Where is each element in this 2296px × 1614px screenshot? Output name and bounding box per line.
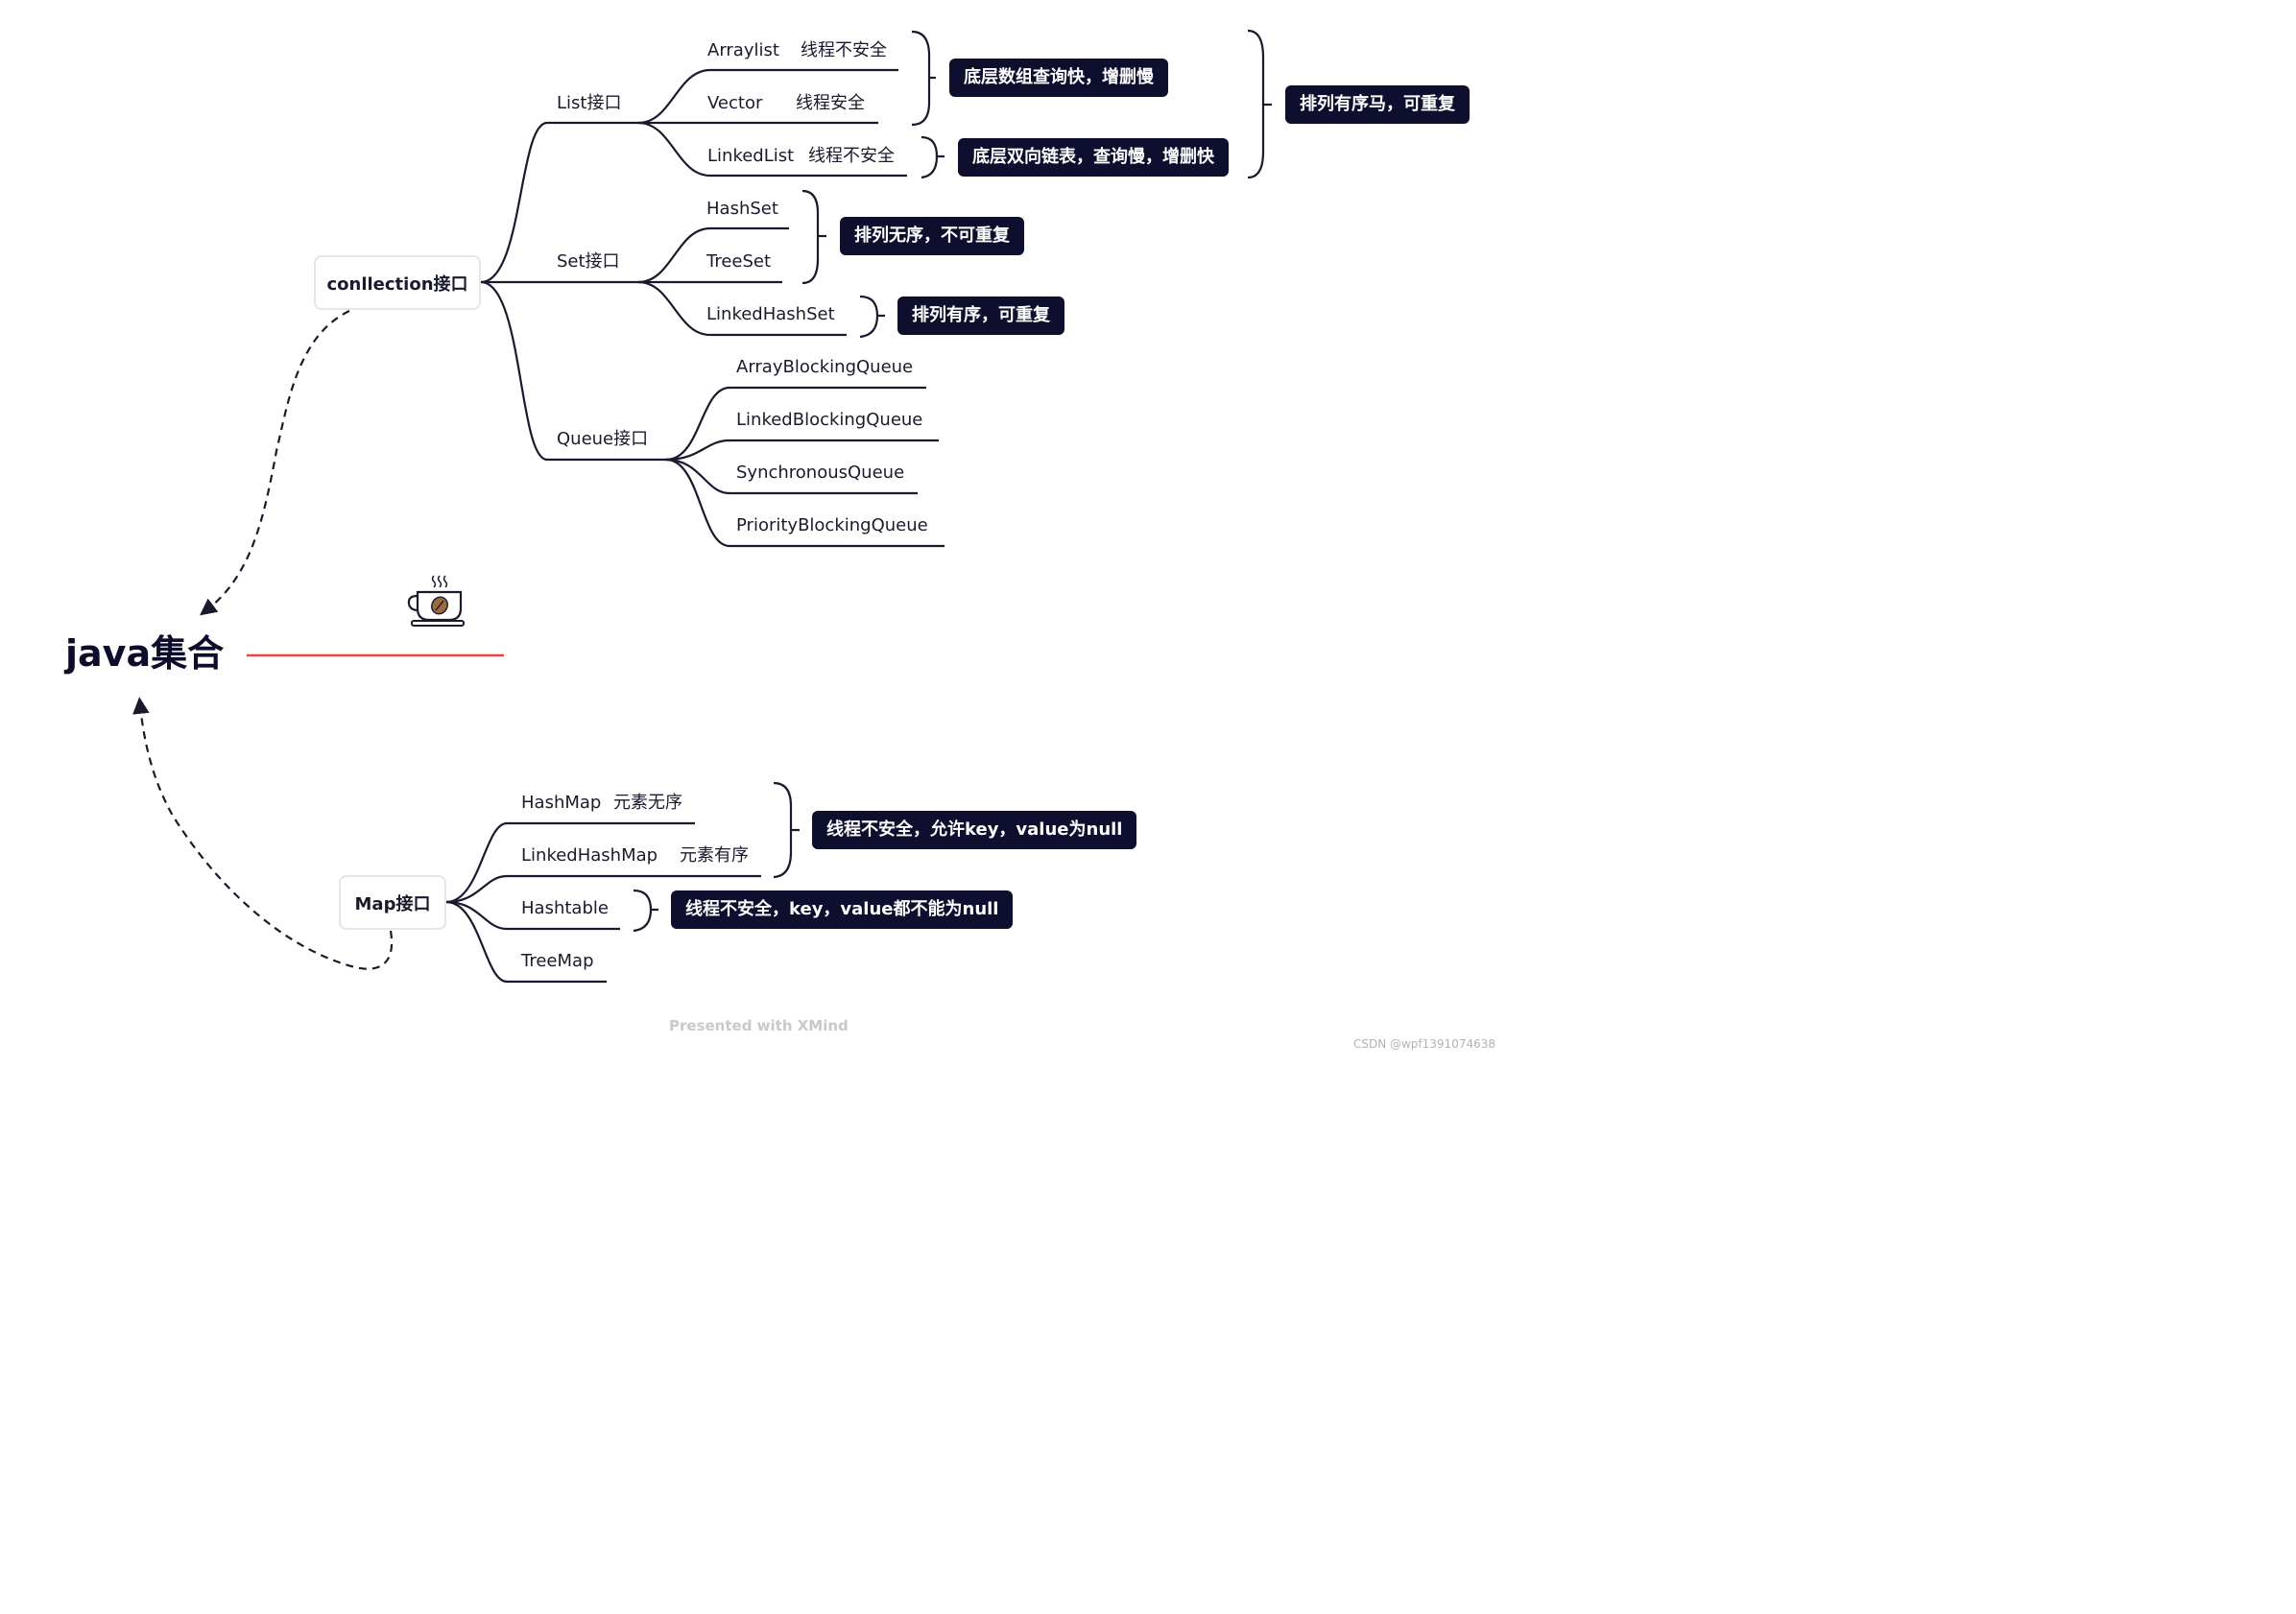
collection-node[interactable]: conllection接口 bbox=[314, 255, 481, 310]
priorityblockingqueue-label[interactable]: PriorityBlockingQueue bbox=[736, 515, 928, 535]
linkedhashset-label[interactable]: LinkedHashSet bbox=[706, 304, 835, 324]
arrayblockingqueue-label[interactable]: ArrayBlockingQueue bbox=[736, 357, 914, 377]
hashmap-note: 元素无序 bbox=[613, 793, 682, 813]
hashtable-label[interactable]: Hashtable bbox=[521, 898, 609, 918]
arraylist-label[interactable]: Arraylist bbox=[707, 40, 779, 60]
treemap-label[interactable]: TreeMap bbox=[521, 951, 594, 971]
map-nonnull-summary-tag[interactable]: 线程不安全，key，value都不能为null bbox=[671, 890, 1014, 929]
set-unordered-summary-tag[interactable]: 排列无序，不可重复 bbox=[840, 217, 1024, 255]
map-nullable-summary-tag[interactable]: 线程不安全，允许key，value为null bbox=[812, 811, 1137, 849]
mindmap-connectors bbox=[132, 29, 1272, 984]
list-array-summary-tag[interactable]: 底层数组查询快，增删慢 bbox=[949, 59, 1168, 97]
hashmap-label[interactable]: HashMap bbox=[521, 793, 602, 813]
set-ordered-summary-tag[interactable]: 排列有序，可重复 bbox=[897, 297, 1064, 335]
xmind-footer: Presented with XMind bbox=[669, 1017, 849, 1034]
treeset-label[interactable]: TreeSet bbox=[706, 251, 772, 272]
map-node[interactable]: Map接口 bbox=[339, 875, 446, 930]
queue-interface-label[interactable]: Queue接口 bbox=[557, 429, 649, 449]
vector-note: 线程安全 bbox=[796, 93, 865, 113]
hashset-label[interactable]: HashSet bbox=[706, 199, 778, 219]
list-linked-summary-tag[interactable]: 底层双向链表，查询慢，增删快 bbox=[958, 138, 1229, 177]
root-to-collection-link bbox=[200, 310, 350, 616]
root-to-map-link bbox=[132, 697, 394, 970]
coffee-cup-icon bbox=[407, 575, 465, 627]
list-interface-label[interactable]: List接口 bbox=[557, 93, 622, 113]
linkedblockingqueue-label[interactable]: LinkedBlockingQueue bbox=[736, 410, 923, 430]
synchronousqueue-label[interactable]: SynchronousQueue bbox=[736, 463, 905, 483]
collection-branches bbox=[445, 29, 1272, 984]
linkedhashmap-note: 元素有序 bbox=[680, 845, 749, 866]
linkedlist-note: 线程不安全 bbox=[808, 146, 895, 166]
root-topic[interactable]: java集合 bbox=[65, 632, 225, 675]
list-overall-summary-tag[interactable]: 排列有序马，可重复 bbox=[1285, 85, 1470, 124]
csdn-watermark: CSDN @wpf1391074638 bbox=[1352, 1037, 1495, 1051]
linkedlist-label[interactable]: LinkedList bbox=[707, 146, 795, 166]
arraylist-note: 线程不安全 bbox=[801, 40, 887, 60]
set-interface-label[interactable]: Set接口 bbox=[557, 251, 620, 272]
linkedhashmap-label[interactable]: LinkedHashMap bbox=[521, 845, 658, 866]
vector-label[interactable]: Vector bbox=[707, 93, 763, 113]
